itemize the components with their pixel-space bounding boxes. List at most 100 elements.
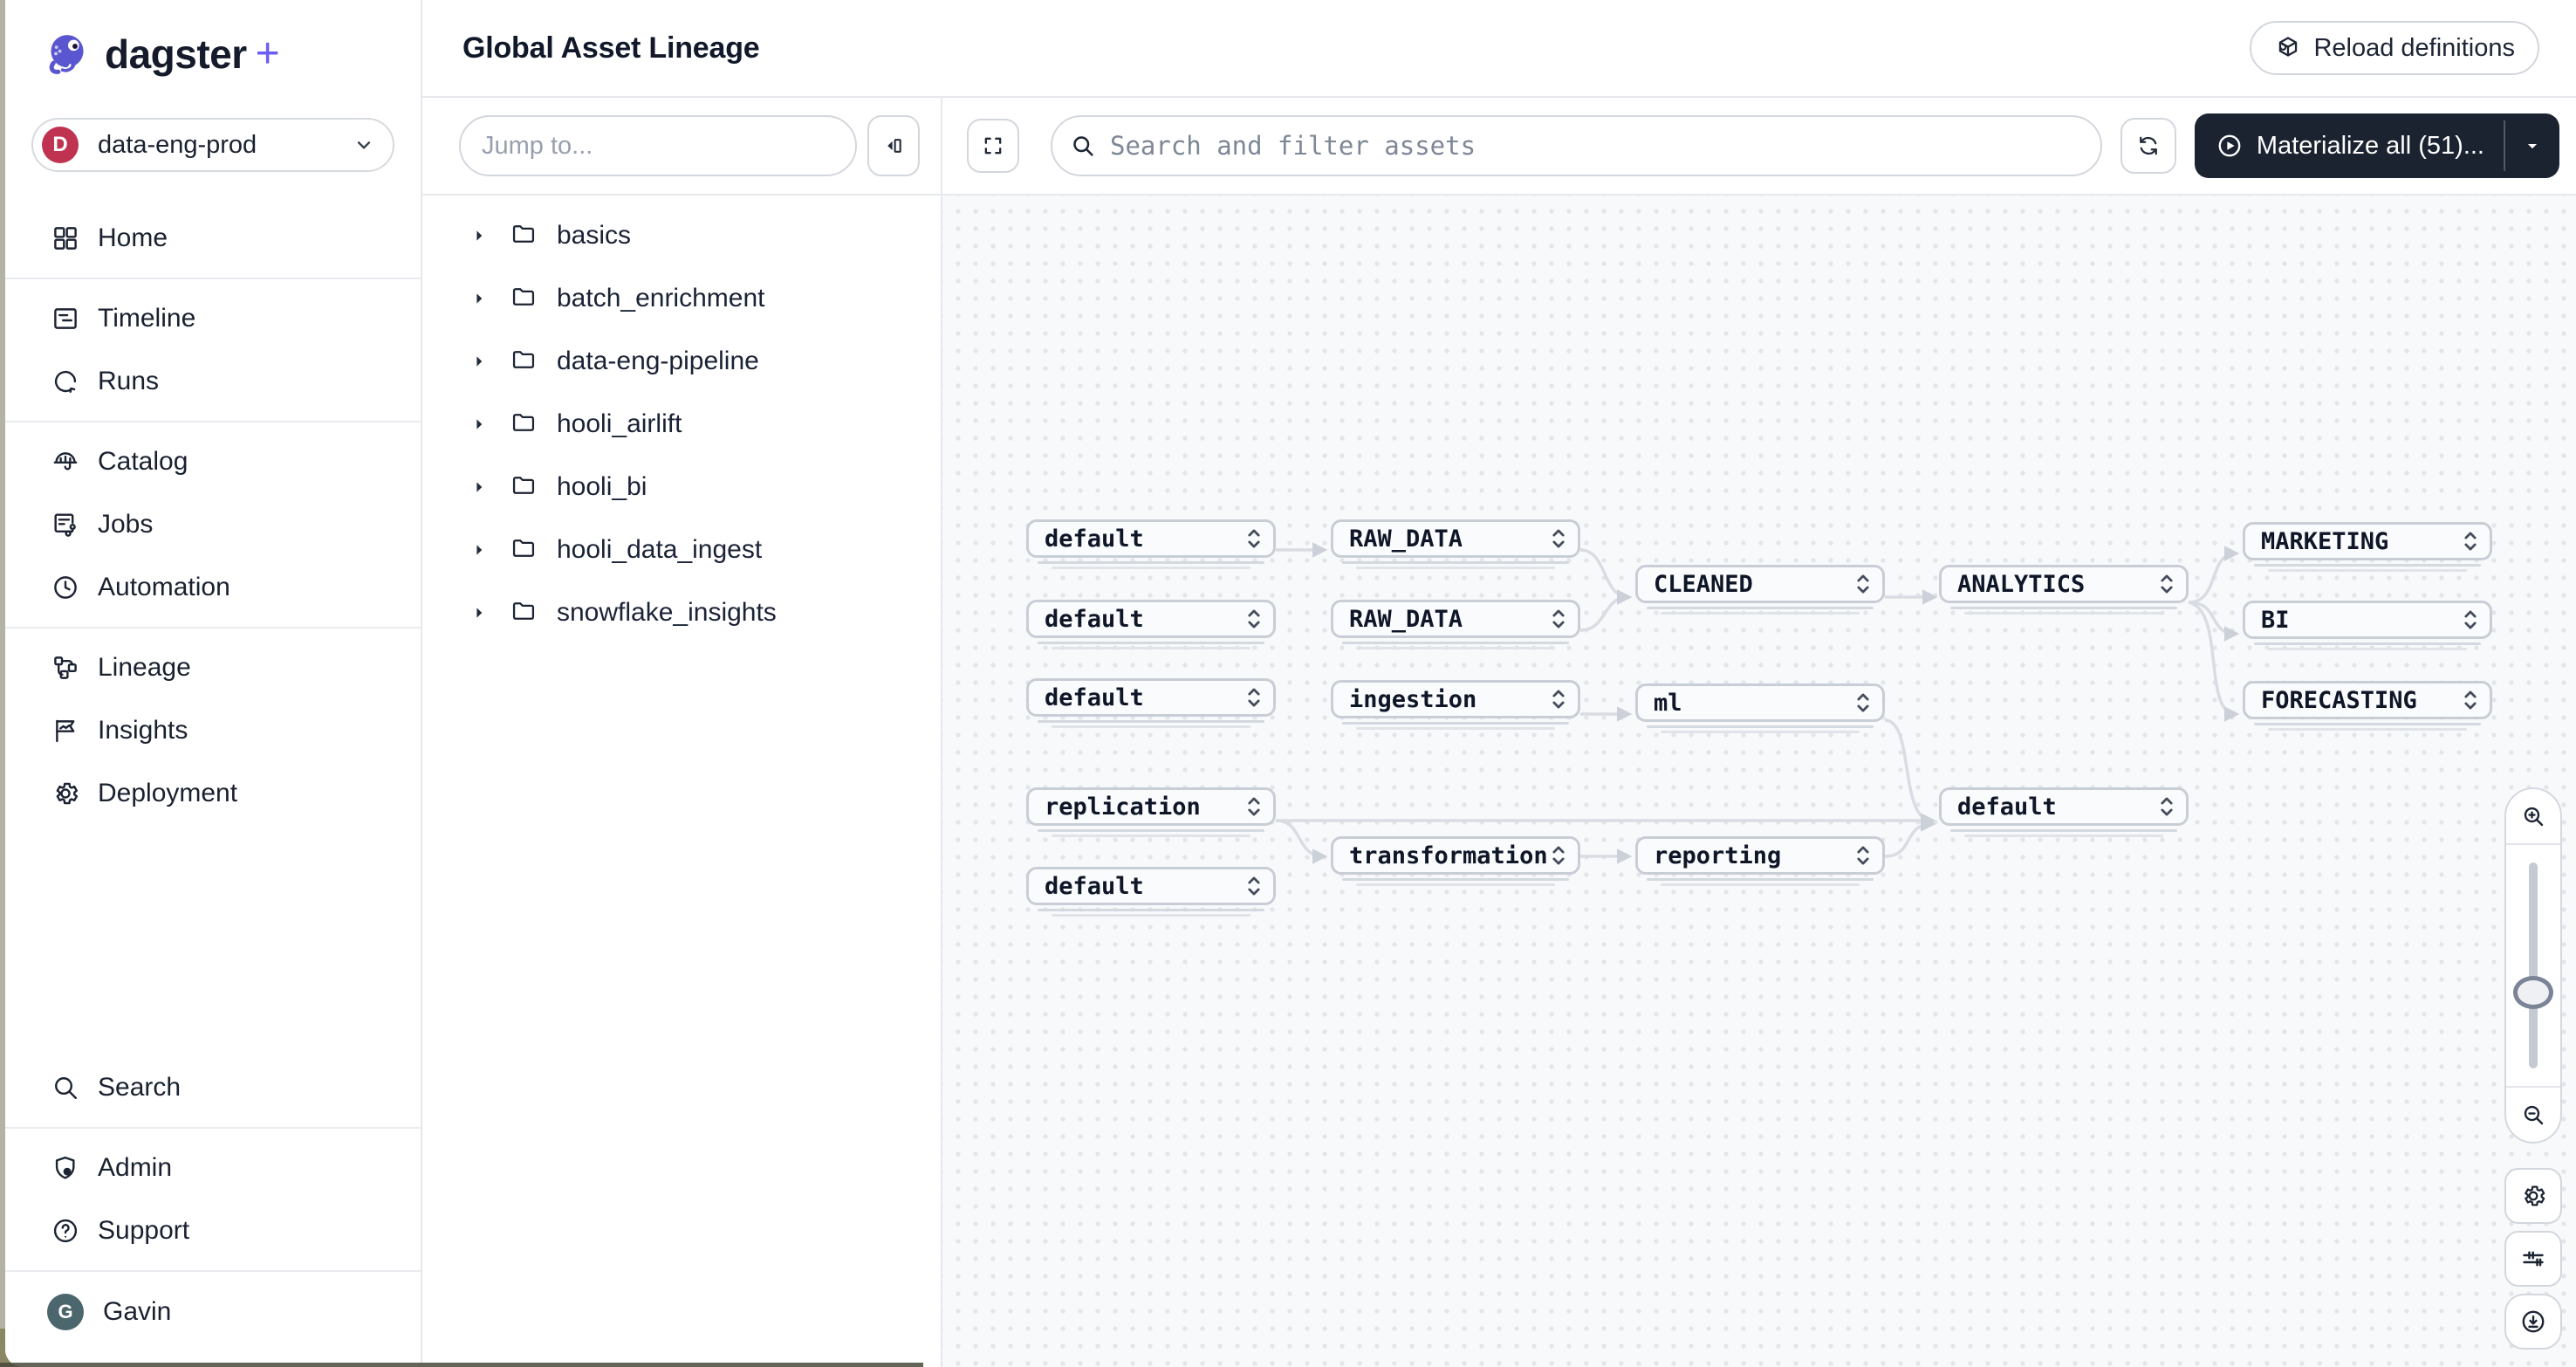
jump-to-input[interactable]: [459, 115, 857, 176]
graph-node-BI[interactable]: BI: [2243, 601, 2492, 650]
brand-logo-row[interactable]: dagster +: [44, 30, 421, 78]
sidebar-item-admin[interactable]: Admin: [5, 1137, 421, 1199]
tree-folder-snowflake_insights[interactable]: snowflake_insights: [422, 581, 941, 644]
refresh-button[interactable]: [2120, 118, 2176, 174]
sidebar-item-label: Jobs: [98, 510, 154, 539]
fullscreen-icon: [984, 137, 1002, 155]
zoom-in-button[interactable]: [2506, 789, 2560, 845]
expand-collapse-icon[interactable]: [1247, 527, 1261, 550]
graph-node-transformation[interactable]: transformation: [1331, 836, 1580, 886]
graph-node-ml[interactable]: ml: [1635, 684, 1885, 733]
tree-folder-hooli_bi[interactable]: hooli_bi: [422, 456, 941, 519]
zoom-slider-track[interactable]: [2529, 862, 2538, 1068]
reload-definitions-button[interactable]: Reload definitions: [2250, 21, 2539, 75]
tree-toolbar: [422, 98, 941, 196]
asset-search-input[interactable]: [1051, 115, 2102, 176]
expand-collapse-icon[interactable]: [1552, 688, 1565, 711]
zoom-slider-handle[interactable]: [2513, 976, 2553, 1009]
sidebar-item-search[interactable]: Search: [5, 1056, 421, 1119]
sidebar-item-insights[interactable]: Insights: [5, 699, 421, 762]
expand-collapse-icon[interactable]: [1247, 795, 1261, 818]
lineage-edge: [1579, 589, 1633, 632]
sidebar-item-timeline[interactable]: Timeline: [5, 287, 421, 350]
expand-collapse-icon[interactable]: [1247, 608, 1261, 630]
user-menu[interactable]: G Gavin: [5, 1280, 421, 1344]
sidebar-item-home[interactable]: Home: [5, 207, 421, 270]
graph-node-default[interactable]: default: [1026, 867, 1276, 917]
caret-right-icon: [476, 545, 483, 555]
materialize-options-button[interactable]: [2505, 113, 2559, 178]
download-graph-button[interactable]: [2504, 1294, 2562, 1350]
graph-node-reporting[interactable]: reporting: [1635, 836, 1885, 886]
graph-node-replication[interactable]: replication: [1026, 787, 1276, 837]
expand-collapse-icon[interactable]: [2463, 608, 2477, 631]
runs-icon: [54, 370, 77, 393]
deployment-icon: [56, 782, 79, 805]
expand-collapse-icon[interactable]: [1856, 844, 1870, 867]
graph-node-ingestion[interactable]: ingestion: [1331, 680, 1580, 730]
expand-collapse-icon[interactable]: [1552, 844, 1565, 867]
graph-node-label: default: [1045, 684, 1144, 711]
deployment-switcher[interactable]: D data-eng-prod: [31, 118, 394, 172]
lineage-graph-panel: Materialize all (51)... defaultRAW_DATAd…: [942, 98, 2576, 1367]
graph-node-ANALYTICS[interactable]: ANALYTICS: [1939, 565, 2189, 615]
sidebar-item-support[interactable]: Support: [5, 1199, 421, 1262]
tree-folder-label: data-eng-pipeline: [557, 347, 759, 375]
tree-folder-hooli_airlift[interactable]: hooli_airlift: [422, 393, 941, 456]
graph-node-label: transformation: [1349, 841, 1548, 869]
page-header: Global Asset Lineage Reload definitions: [422, 0, 2576, 98]
expand-collapse-icon[interactable]: [1247, 875, 1261, 897]
dagster-logo-icon: [49, 34, 84, 74]
expand-collapse-icon[interactable]: [1856, 573, 1870, 595]
search-icon: [55, 1077, 77, 1099]
graph-node-default[interactable]: default: [1939, 787, 2189, 837]
expand-collapse-icon[interactable]: [2463, 689, 2477, 711]
zoom-out-button[interactable]: [2506, 1086, 2560, 1142]
tree-folder-basics[interactable]: basics: [422, 204, 941, 267]
graph-filters-button[interactable]: [2504, 1231, 2562, 1287]
tree-folder-hooli_data_ingest[interactable]: hooli_data_ingest: [422, 519, 941, 581]
materialize-all-button[interactable]: Materialize all (51)...: [2195, 113, 2504, 178]
expand-collapse-icon[interactable]: [2463, 530, 2477, 553]
deployment-avatar: D: [42, 127, 79, 163]
fullscreen-button[interactable]: [967, 119, 1019, 173]
sidebar-item-jobs[interactable]: Jobs: [5, 493, 421, 556]
graph-node-FORECASTING[interactable]: FORECASTING: [2243, 681, 2492, 731]
sidebar-item-label: Insights: [98, 716, 188, 745]
graph-node-label: FORECASTING: [2261, 686, 2417, 714]
sidebar-item-deployment[interactable]: Deployment: [5, 762, 421, 825]
tree-folder-data-eng-pipeline[interactable]: data-eng-pipeline: [422, 330, 941, 393]
graph-node-CLEANED[interactable]: CLEANED: [1635, 565, 1885, 615]
admin-icon: [55, 1156, 75, 1179]
expand-collapse-icon[interactable]: [2160, 795, 2174, 818]
lineage-edge: [2188, 601, 2240, 722]
zoom-slider[interactable]: [2506, 845, 2560, 1086]
user-name: Gavin: [103, 1297, 172, 1326]
sidebar-item-label: Admin: [98, 1153, 173, 1182]
graph-node-default[interactable]: default: [1026, 600, 1276, 649]
expand-collapse-icon[interactable]: [1552, 608, 1565, 630]
sidebar-item-lineage[interactable]: Lineage: [5, 636, 421, 699]
graph-node-label: default: [1045, 605, 1144, 633]
graph-settings-button[interactable]: [2504, 1168, 2562, 1224]
zoom-out-icon: [2524, 1105, 2544, 1125]
graph-node-label: ml: [1654, 689, 1682, 717]
expand-collapse-icon[interactable]: [1856, 691, 1870, 714]
graph-node-MARKETING[interactable]: MARKETING: [2243, 522, 2492, 572]
sidebar-item-catalog[interactable]: Catalog: [5, 430, 421, 493]
expand-collapse-icon[interactable]: [2160, 573, 2174, 595]
sidebar-item-runs[interactable]: Runs: [5, 350, 421, 413]
graph-node-RAW_DATA[interactable]: RAW_DATA: [1331, 519, 1580, 569]
sidebar-item-automation[interactable]: Automation: [5, 556, 421, 619]
graph-node-default[interactable]: default: [1026, 519, 1276, 569]
graph-node-RAW_DATA[interactable]: RAW_DATA: [1331, 600, 1580, 649]
graph-node-label: CLEANED: [1654, 570, 1753, 598]
tree-folder-batch_enrichment[interactable]: batch_enrichment: [422, 267, 941, 330]
collapse-panel-button[interactable]: [867, 115, 920, 176]
expand-collapse-icon[interactable]: [1247, 686, 1261, 709]
expand-collapse-icon[interactable]: [1552, 527, 1565, 550]
graph-node-label: reporting: [1654, 841, 1782, 869]
graph-node-default[interactable]: default: [1026, 678, 1276, 728]
